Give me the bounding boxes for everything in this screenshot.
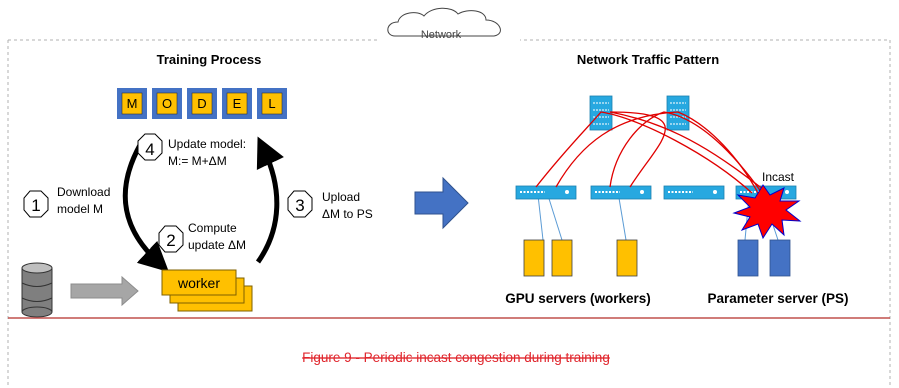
step-1-label-line2: model M <box>57 202 103 216</box>
svg-text:3: 3 <box>295 196 304 215</box>
incast-label: Incast <box>762 170 795 184</box>
step-4-badge <box>137 133 163 161</box>
training-process-title: Training Process <box>157 52 262 67</box>
step-3-label-line2: ΔM to PS <box>322 207 373 221</box>
model-letter: M <box>127 96 138 111</box>
model-letter: O <box>162 96 172 111</box>
flow-arrow <box>414 176 469 230</box>
cloud-label: Network <box>421 29 462 41</box>
step-4-label-line1: Update model: <box>168 137 246 151</box>
ps-server-icon <box>769 239 791 277</box>
step-2-label-line1: Compute <box>188 221 237 235</box>
figure-caption: Figure 9 - Periodic incast congestion du… <box>302 350 610 365</box>
network-cloud-icon: Network <box>380 7 520 41</box>
model-letter: E <box>233 96 242 111</box>
model-letter: D <box>197 96 206 111</box>
step-4: 4 Update model: M:= M+ΔM <box>137 133 246 168</box>
step-1-label-line1: Download <box>57 185 110 199</box>
tor-switch-icon <box>515 185 577 200</box>
step-2-label-line2: update ΔM <box>188 238 246 252</box>
model-blocks: M O D E L <box>117 88 287 119</box>
gpu-server-icon <box>616 239 638 277</box>
gpu-server-icon <box>523 239 545 277</box>
step-4-label-line2: M:= M+ΔM <box>168 154 227 168</box>
incast-flows <box>535 111 769 194</box>
step-1: 1 Download model M <box>23 185 110 218</box>
database-icon <box>21 262 53 318</box>
svg-text:4: 4 <box>145 140 154 159</box>
step-1-badge <box>23 190 49 218</box>
gpu-server-icon <box>551 239 573 277</box>
worker-label: worker <box>177 275 220 291</box>
gpu-servers-label: GPU servers (workers) <box>505 291 651 306</box>
incast-burst-icon <box>732 184 802 240</box>
step-2: 2 Compute update ΔM <box>158 221 246 253</box>
svg-text:1: 1 <box>31 196 40 215</box>
upload-arrow <box>255 136 284 264</box>
ps-server-icon <box>737 239 759 277</box>
core-switch-icon <box>666 95 690 131</box>
parameter-server-label: Parameter server (PS) <box>707 291 848 306</box>
model-letter: L <box>268 96 275 111</box>
download-arrow <box>122 143 170 273</box>
step-3: 3 Upload ΔM to PS <box>287 190 373 221</box>
step-2-badge <box>158 225 184 253</box>
svg-text:2: 2 <box>166 231 175 250</box>
worker-stack: worker <box>161 269 253 312</box>
network-traffic-title: Network Traffic Pattern <box>577 52 719 67</box>
tor-switch-icon <box>663 185 725 200</box>
tor-switch-icon <box>590 185 652 200</box>
data-feed-arrow <box>70 275 139 307</box>
step-3-badge <box>287 190 313 218</box>
step-3-label-line1: Upload <box>322 190 360 204</box>
